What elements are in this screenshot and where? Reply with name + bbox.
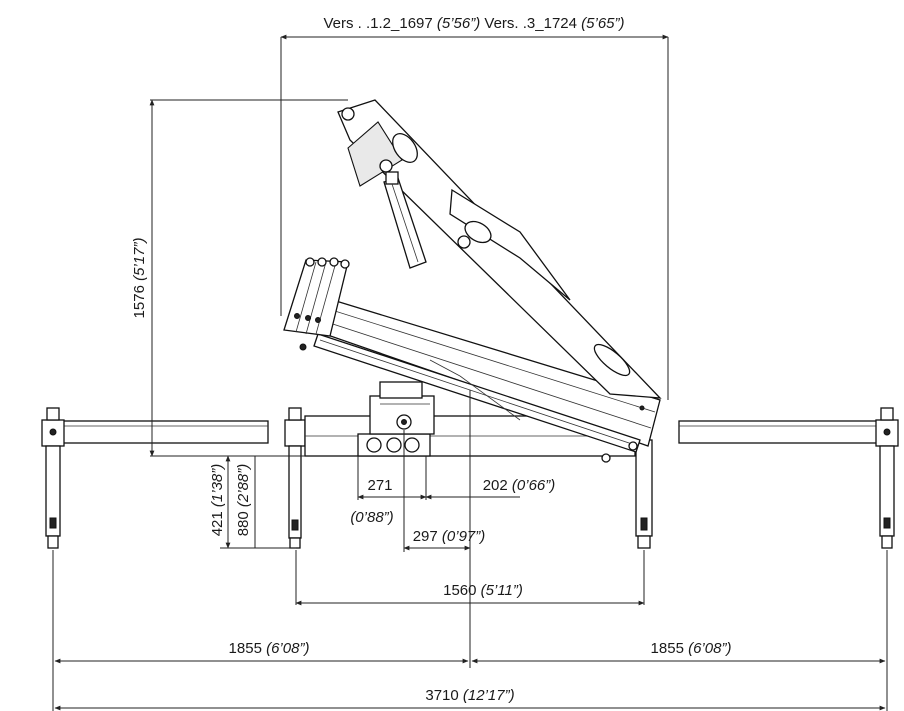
upper-arm: [337, 99, 662, 411]
main-boom: [289, 289, 661, 453]
dim-297-label: 297 (0’97”): [413, 528, 486, 545]
far-right-stabilizer-leg: [875, 407, 899, 549]
top-width-label: Vers . .1.2_1697 (5’56”) Vers. .3_1724 (…: [323, 15, 624, 32]
dim-271-imperial-label: (0’88”): [350, 509, 393, 526]
boom-extension-pack: [283, 257, 350, 351]
dim-1855-right-label: 1855 (6’08”): [651, 640, 732, 657]
dim-202-label: 202 (0’66”): [483, 477, 556, 494]
column-turret: [369, 381, 435, 435]
inner-right-stabilizer-leg: [635, 439, 653, 549]
hydraulic-cylinder: [383, 171, 427, 269]
far-left-stabilizer-leg: [41, 407, 65, 549]
dim-880-label: 880 (2’88”): [235, 464, 252, 537]
dim-1855-left-label: 1855 (6’08”): [229, 640, 310, 657]
dim-1560-label: 1560 (5’11”): [443, 582, 523, 599]
dimension-lines: [52, 34, 888, 711]
right-outrigger-beam: [678, 420, 880, 444]
hydraulic-line: [429, 359, 638, 463]
left-outrigger-beam: [61, 420, 269, 444]
height-label: 1576 (5’17”): [131, 238, 148, 319]
dim-271-label: 271: [367, 477, 392, 494]
dim-3710-label: 3710 (12’17”): [425, 687, 514, 704]
dim-421-label: 421 (1’38”): [209, 464, 226, 537]
inner-left-stabilizer-leg: [284, 407, 306, 549]
